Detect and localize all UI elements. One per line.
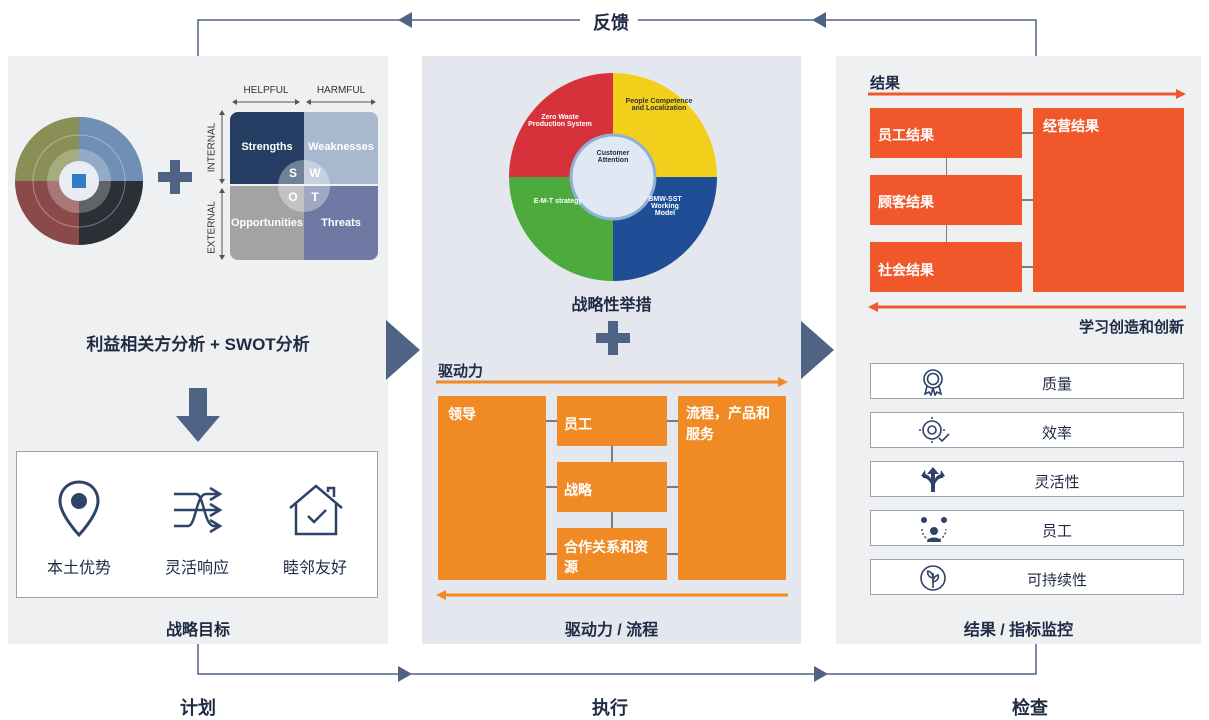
lead-box	[438, 396, 546, 580]
employee-results-label: 员工结果	[878, 127, 934, 143]
results-header: 结果	[870, 75, 901, 92]
house-check-icon	[289, 484, 343, 536]
swot-weaknesses-label: Weaknesses	[308, 141, 374, 153]
customer-results-box	[870, 175, 1022, 225]
results-connectors	[946, 132, 1033, 268]
phase-check: 检查	[1012, 698, 1048, 718]
right-arrow-2	[800, 320, 834, 380]
swot-center-circle	[278, 160, 330, 212]
swot-t: T	[311, 190, 319, 204]
process-label: 流程，产品和服务	[686, 405, 770, 442]
phase-plan: 计划	[180, 698, 216, 718]
business-results-box	[1033, 108, 1184, 292]
results-arrow	[868, 89, 1186, 99]
indicator-efficiency: 效率	[870, 412, 1184, 448]
drivers-header: 驱动力	[438, 363, 484, 380]
indicator-sustainability: 可持续性	[870, 559, 1184, 595]
feedback-label: 反馈	[593, 13, 629, 33]
wheel-bmw: BMW-SST Working Model	[648, 196, 682, 217]
indicator-staff: 员工	[870, 510, 1184, 546]
drivers-process-title: 驱动力 / 流程	[564, 622, 659, 639]
wheel-zero-waste: Zero Waste Production System	[528, 114, 592, 128]
learning-arrow	[868, 302, 1186, 312]
wheel-people: People Competence and Localization	[625, 98, 693, 112]
swot-strengths-label: Strengths	[241, 141, 293, 153]
stakeholder-wheel-graphic	[15, 117, 143, 245]
partners-box	[557, 528, 667, 580]
swot-internal-label: INTERNAL	[206, 122, 218, 173]
swot-s: S	[288, 166, 297, 180]
swot-axes	[219, 99, 376, 260]
drivers-arrow	[436, 377, 788, 387]
strategy-wheel-graphic	[509, 73, 717, 281]
people-icon	[921, 517, 947, 542]
swot-external-label: EXTERNAL	[206, 201, 218, 254]
indicator-quality-label: 质量	[1041, 376, 1072, 393]
swot-opportunities	[230, 186, 304, 260]
swot-o: O	[288, 190, 298, 204]
feedback-arrow-orange	[436, 590, 788, 600]
goal-label-agile: 灵活响应	[164, 560, 229, 577]
society-results-box	[870, 242, 1022, 292]
feedback-loop	[197, 12, 1037, 56]
goals-title: 战略目标	[165, 622, 230, 639]
gear-check-icon	[919, 417, 950, 443]
swot-threats-label: Threats	[321, 217, 361, 229]
swot-w: W	[309, 166, 321, 180]
swot-threats	[304, 186, 378, 260]
indicator-staff-label: 员工	[1041, 523, 1072, 540]
wheel-customer: Customer Attention	[596, 150, 630, 164]
right-arrow-1	[386, 320, 420, 380]
swot-harmful-label: HARMFUL	[316, 85, 366, 96]
staff-box	[557, 396, 667, 446]
customer-results-label: 顾客结果	[878, 194, 934, 210]
goals-box	[16, 451, 378, 598]
phase-do: 执行	[592, 698, 628, 718]
goal-label-neighbor: 睦邻友好	[282, 560, 347, 577]
location-pin-icon	[58, 480, 100, 538]
swot-weaknesses	[304, 112, 378, 184]
indicator-efficiency-label: 效率	[1041, 425, 1072, 442]
split-arrows-icon	[921, 467, 945, 492]
society-results-label: 社会结果	[878, 262, 934, 278]
business-results-label: 经营结果	[1043, 118, 1099, 134]
strategy-label: 战略	[564, 482, 592, 498]
arrows-icon	[174, 486, 223, 534]
plus-icon-vertical	[170, 160, 180, 194]
swot-opportunities-label: Opportunities	[230, 217, 304, 229]
lead-label: 领导	[448, 406, 476, 422]
staff-label: 员工	[564, 416, 592, 432]
leaf-icon	[920, 565, 946, 591]
quality-medal-icon	[923, 369, 943, 396]
driver-connectors	[546, 420, 678, 555]
indicator-flexibility-label: 灵活性	[1034, 474, 1080, 491]
employee-results-box	[870, 108, 1022, 158]
analysis-title: 利益相关方分析 + SWOT分析	[86, 335, 310, 354]
swot-strengths	[230, 112, 304, 184]
results-monitoring-title: 结果 / 指标监控	[963, 622, 1074, 639]
strategy-box	[557, 462, 667, 512]
wheel-emt: E-M-T strategy	[533, 198, 583, 205]
flow-line	[197, 642, 1037, 682]
indicator-sustainability-label: 可持续性	[1026, 572, 1087, 589]
indicator-quality: 质量	[870, 363, 1184, 399]
swot-helpful-label: HELPFUL	[243, 85, 289, 96]
middle-plus-v	[608, 321, 618, 355]
indicator-flexibility: 灵活性	[870, 461, 1184, 497]
partners-label: 合作关系和资源	[564, 539, 648, 575]
down-arrow	[176, 388, 220, 442]
learning-label: 学习创造和创新	[1078, 319, 1184, 336]
process-box	[678, 396, 786, 580]
initiatives-title: 战略性举措	[571, 297, 652, 314]
goal-label-local: 本土优势	[46, 560, 111, 577]
